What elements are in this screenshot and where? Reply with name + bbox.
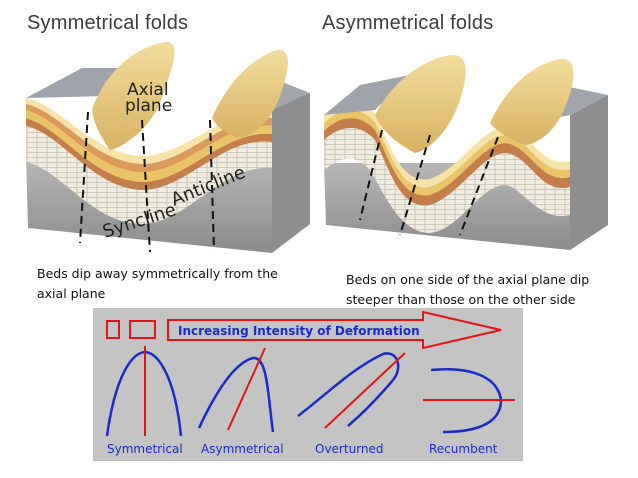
- axial-plane-line-2: [399, 134, 431, 236]
- axial-plane-line-1: [79, 111, 89, 244]
- block-side-face: [570, 95, 608, 250]
- symmetrical-caption: Beds dip away symmetrically from the axi…: [37, 266, 278, 301]
- limestone-layer: [324, 127, 570, 233]
- symmetrical-folds-block: Axial plane Anticline Syncline: [26, 42, 310, 253]
- fold-label-symmetrical: Symmetrical: [107, 442, 183, 456]
- top-sand-layer: [26, 98, 272, 164]
- symmetrical-folds-title: Symmetrical folds: [27, 12, 189, 34]
- overturned-fold-limbs: [297, 352, 400, 427]
- small-box-1: [106, 320, 120, 339]
- axial-plane-line-2: [141, 119, 151, 253]
- fold-label-overturned: Overturned: [315, 442, 384, 456]
- sandstone-layer: [26, 110, 272, 182]
- ridge-left: [92, 42, 175, 150]
- axial-label-line2: plane: [125, 96, 172, 116]
- sandstone-layer: [324, 110, 570, 196]
- mudstone-layer: [26, 104, 272, 172]
- asymmetrical-fold-limbs: [197, 356, 275, 433]
- shale-layer: [26, 118, 272, 190]
- top-sand-layer: [324, 102, 570, 188]
- axial-plane-line-1: [359, 129, 383, 221]
- asymmetrical-axial-line: [227, 347, 266, 431]
- fold-types-diagram: Increasing Intensity of Deformation Symm…: [93, 308, 523, 461]
- fold-label-recumbent: Recumbent: [429, 442, 498, 456]
- ridge-right: [490, 58, 574, 145]
- fold-types-svg: Increasing Intensity of Deformation Symm…: [105, 310, 515, 456]
- limestone-layer: [26, 126, 272, 224]
- deformation-arrow: [167, 310, 502, 350]
- arrow-label: Increasing Intensity of Deformation: [178, 324, 420, 338]
- overturned-axial-line: [324, 352, 406, 429]
- axial-plane-line-3: [459, 136, 499, 236]
- block-side-face: [272, 93, 310, 253]
- axial-label-line1: Axial: [127, 80, 169, 100]
- fold-label-asymmetrical: Asymmetrical: [201, 442, 284, 456]
- ridge-right: [212, 49, 288, 139]
- top-surface-left: [324, 75, 410, 115]
- shale-layer: [324, 118, 570, 206]
- asymmetrical-caption: Beds on one side of the axial plane dip …: [346, 272, 590, 307]
- asymmetrical-folds-block: [324, 54, 608, 250]
- asymmetrical-folds-title: Asymmetrical folds: [322, 12, 494, 34]
- ridge-left: [375, 54, 466, 153]
- small-box-2: [129, 320, 156, 339]
- axial-plane-line-3: [209, 119, 215, 251]
